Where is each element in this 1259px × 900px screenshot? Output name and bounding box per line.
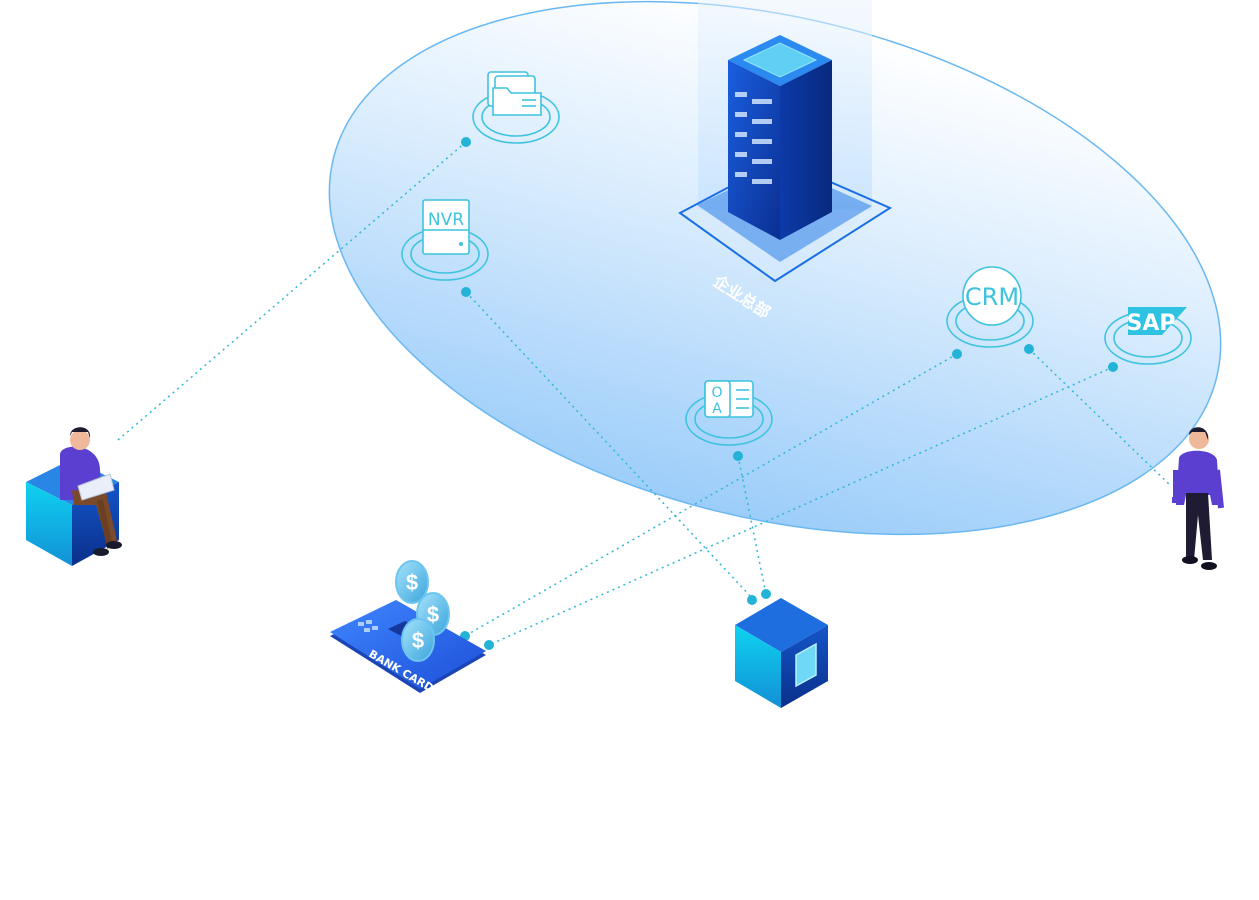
coin-symbol-1: $	[406, 570, 418, 595]
sap-label: SAP	[1127, 311, 1176, 336]
nvr-label: NVR	[428, 210, 464, 230]
dot-oa	[733, 451, 743, 461]
seated-user-icon[interactable]	[26, 427, 122, 566]
dot-nvr	[461, 287, 471, 297]
bank-card-icon[interactable]: BANK CARD $ $ $	[330, 560, 486, 695]
crm-icon[interactable]: CRM	[946, 266, 1034, 348]
gateway-cube-icon[interactable]	[735, 598, 828, 708]
server-rack-icon[interactable]: 企业总部	[678, 35, 893, 322]
line-crm-card	[464, 353, 958, 637]
folder-documents-icon[interactable]	[472, 71, 560, 144]
card-chip	[358, 620, 378, 632]
coin-symbol-2: $	[427, 602, 439, 627]
oa-label-bottom: A	[712, 401, 722, 417]
dot-cube-right	[761, 589, 771, 599]
standing-user-icon[interactable]	[1172, 427, 1224, 570]
dot-files	[461, 137, 471, 147]
nvr-device-icon[interactable]: NVR	[401, 199, 489, 281]
line-nvr-cube	[465, 291, 753, 599]
coin-symbol-3: $	[412, 628, 424, 653]
line-person-files	[117, 141, 467, 441]
dot-cube-left	[747, 595, 757, 605]
dot-crm-right	[1024, 344, 1034, 354]
connection-lines	[117, 141, 1171, 646]
crm-label: CRM	[965, 283, 1019, 311]
dot-crm-left	[952, 349, 962, 359]
sap-logo-icon[interactable]: SAP	[1104, 307, 1192, 365]
server-vents	[735, 92, 772, 184]
dot-sap	[1108, 362, 1118, 372]
coin-stack-icon: $ $ $	[395, 560, 450, 662]
line-crm-person	[1028, 348, 1171, 486]
oa-office-icon[interactable]: O A	[685, 380, 773, 446]
dot-card-bottom	[484, 640, 494, 650]
oa-label-top: O	[711, 385, 722, 401]
connection-dots	[460, 137, 1118, 650]
